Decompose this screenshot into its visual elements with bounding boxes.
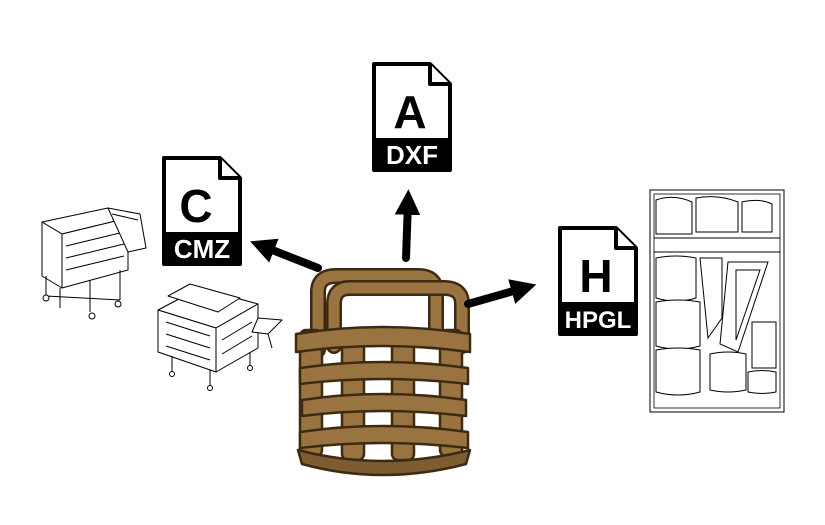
cmz-label: CMZ <box>174 234 230 264</box>
plotter-machine-icon <box>41 207 147 320</box>
arrow-to-cmz <box>250 238 322 272</box>
dxf-glyph: A <box>393 86 426 138</box>
pattern-layout-sheet <box>649 189 785 413</box>
arrow-to-hpgl <box>464 279 537 308</box>
cmz-file-icon: C CMZ <box>162 156 242 266</box>
basket-icon <box>294 268 472 477</box>
hpgl-file-icon: H HPGL <box>558 226 638 336</box>
cmz-glyph: C <box>179 180 212 232</box>
arrow-to-dxf <box>394 189 421 262</box>
dxf-label: DXF <box>386 140 438 170</box>
arrows <box>250 189 537 308</box>
hpgl-label: HPGL <box>565 307 632 334</box>
dxf-file-icon: A DXF <box>372 62 452 172</box>
cutting-machine-icon <box>157 283 283 391</box>
hpgl-glyph: H <box>579 250 612 302</box>
